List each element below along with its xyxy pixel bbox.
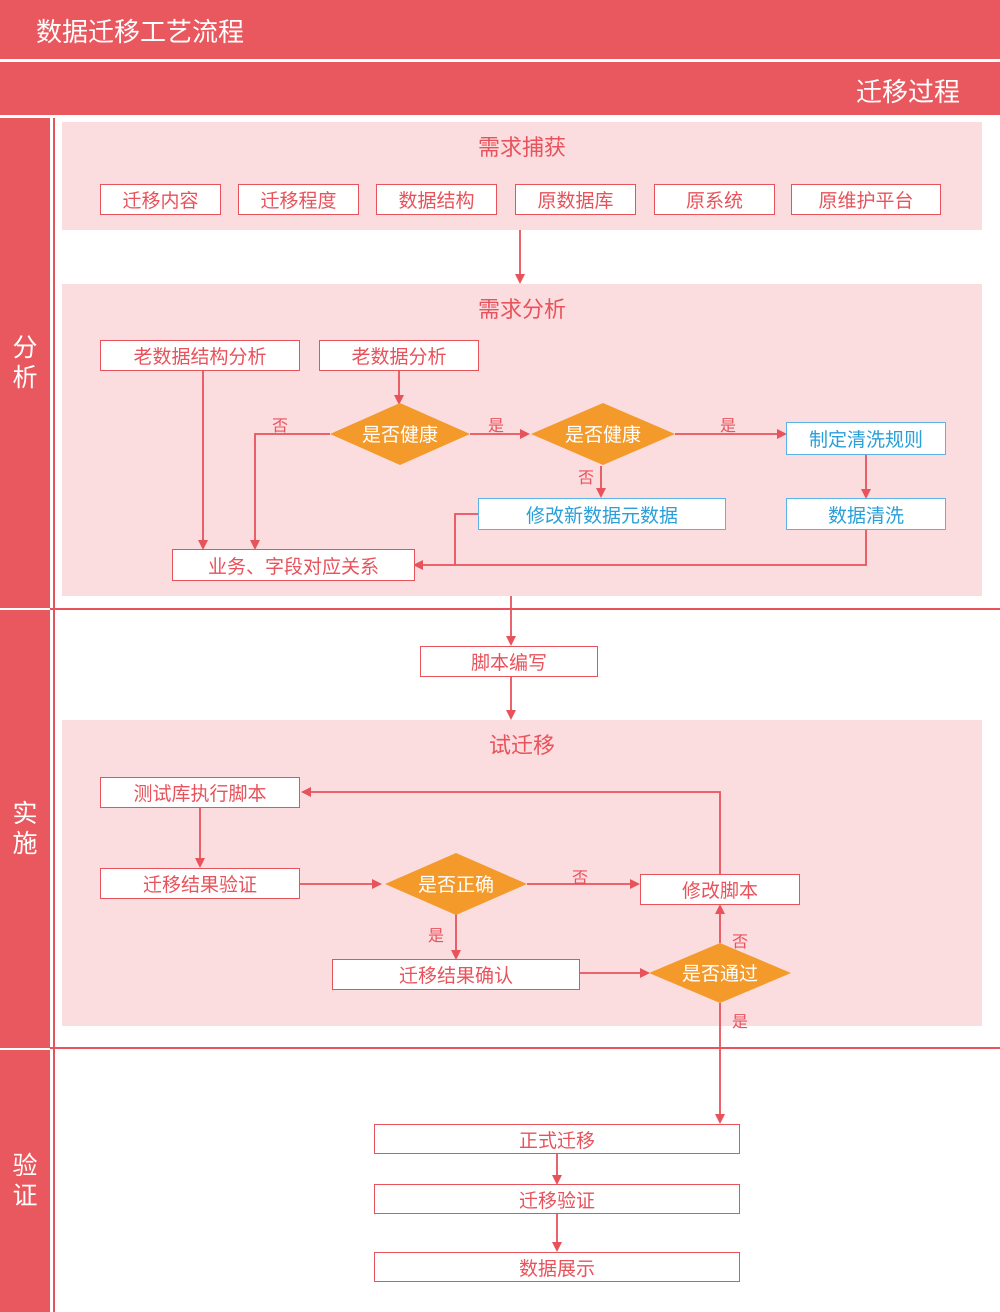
page-title: 数据迁移工艺流程 (0, 0, 1000, 59)
section-title-capture: 需求捕获 (477, 136, 566, 161)
edge-label-no: 否 (732, 932, 749, 951)
edge-label-no: 否 (272, 416, 289, 435)
edge-label-no: 否 (572, 868, 589, 887)
section-title-trial: 试迁移 (488, 734, 555, 759)
decision-label: 是否通过 (682, 963, 758, 985)
capture-item: 原数据库 (515, 184, 636, 215)
decision-correct: 是否正确 (385, 853, 527, 915)
modify-metadata: 修改新数据元数据 (478, 498, 726, 530)
confirm-migration-result: 迁移结果确认 (332, 959, 580, 990)
arrow-healthy1-no (250, 433, 330, 550)
edge-label-yes: 是 (488, 416, 505, 435)
section-title-analysis: 需求分析 (477, 298, 566, 323)
capture-item: 数据结构 (376, 184, 497, 215)
arrow-cleaning-to-mapping (413, 530, 867, 570)
lane-divider (50, 608, 1000, 610)
decision-label: 是否健康 (565, 424, 641, 446)
capture-item: 原系统 (654, 184, 775, 215)
lane-verification: 验证 (0, 1050, 50, 1312)
edge-label-yes: 是 (428, 926, 445, 945)
arrow-modify-to-run (301, 787, 721, 874)
lane-analysis: 分析 (0, 118, 50, 608)
capture-item: 迁移内容 (100, 184, 221, 215)
edge-label-yes: 是 (732, 1012, 749, 1031)
formal-migration: 正式迁移 (374, 1124, 740, 1154)
decision-label: 是否健康 (362, 424, 438, 446)
lane-implementation: 实施 (0, 610, 50, 1048)
decision-healthy-1: 是否健康 (330, 403, 470, 465)
edge-label-yes: 是 (720, 416, 737, 435)
modify-script: 修改脚本 (640, 874, 800, 905)
decision-label: 是否正确 (418, 874, 494, 896)
lane-divider (50, 1047, 1000, 1049)
field-mapping: 业务、字段对应关系 (172, 549, 415, 581)
data-cleaning: 数据清洗 (786, 498, 946, 530)
migration-validation: 迁移验证 (374, 1184, 740, 1214)
capture-item: 原维护平台 (791, 184, 941, 215)
decision-passed: 是否通过 (649, 943, 791, 1003)
decision-healthy-2: 是否健康 (531, 403, 675, 465)
verify-migration-result: 迁移结果验证 (100, 868, 300, 899)
lane-border (53, 118, 55, 1312)
data-display: 数据展示 (374, 1252, 740, 1282)
edge-label-no: 否 (578, 468, 595, 487)
capture-item: 迁移程度 (238, 184, 359, 215)
run-test-script: 测试库执行脚本 (100, 777, 300, 808)
old-structure-analysis: 老数据结构分析 (100, 340, 300, 371)
process-header: 迁移过程 (0, 62, 1000, 115)
cleaning-rules: 制定清洗规则 (786, 422, 946, 455)
arrow-meta-to-mapping (454, 513, 478, 565)
old-data-analysis: 老数据分析 (319, 340, 479, 371)
script-writing: 脚本编写 (420, 646, 598, 677)
